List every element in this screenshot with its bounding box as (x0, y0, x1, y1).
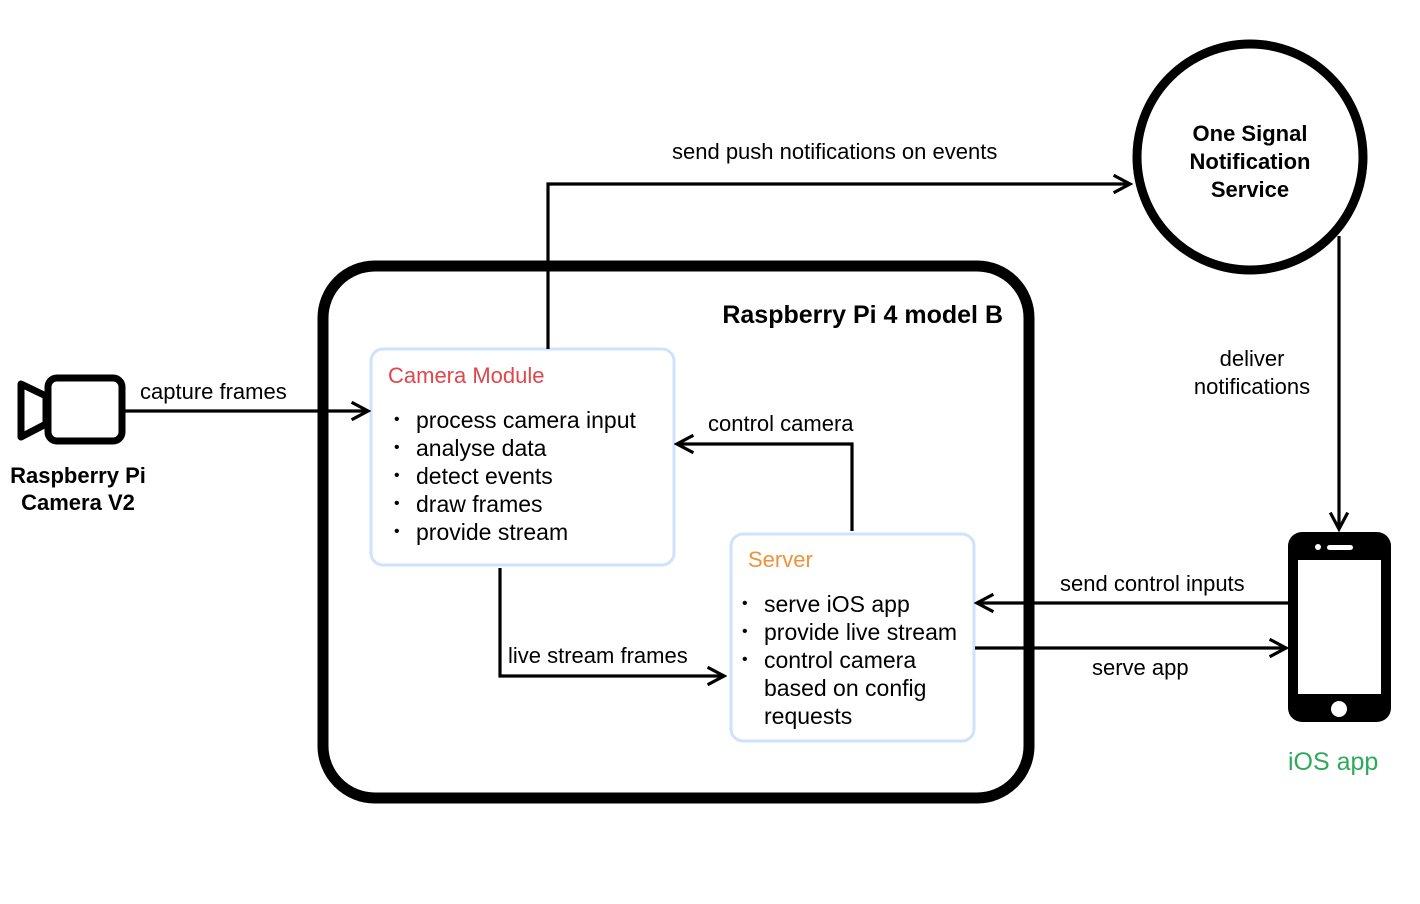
pi-container-title: Raspberry Pi 4 model B (722, 301, 1003, 329)
ios-app-label: iOS app (1288, 748, 1379, 776)
smartphone-icon (1288, 532, 1391, 722)
raspberry-pi-container (317, 260, 1035, 804)
video-camera-icon (17, 374, 126, 445)
send-push-label: send push notifications on events (672, 139, 998, 164)
notification-service-label: One Signal Notification Service (1150, 120, 1350, 204)
camera-module-item: draw frames (390, 490, 636, 518)
camera-device-label: Raspberry Pi Camera V2 (0, 462, 156, 516)
notification-service-line2: Notification (1189, 149, 1311, 174)
live-stream-frames-arrow (498, 568, 724, 676)
send-push-arrow (546, 184, 1130, 349)
server-item: control camera based on config requests (738, 646, 944, 730)
server-list: serve iOS app provide live stream contro… (738, 590, 970, 730)
camera-device-label-line2: Camera V2 (21, 490, 135, 515)
camera-module-item: detect events (390, 462, 636, 490)
notification-service-circle (1132, 39, 1368, 275)
deliver-notifications-line1: deliver (1219, 346, 1285, 371)
camera-module-item: process camera input (390, 406, 636, 434)
camera-module-list: process camera input analyse data detect… (390, 406, 636, 546)
deliver-notifications-line2: notifications (1193, 374, 1311, 399)
camera-device-label-line1: Raspberry Pi (10, 463, 146, 488)
notification-service-line3: Service (1210, 177, 1290, 202)
camera-module-title: Camera Module (388, 363, 545, 388)
live-stream-frames-label: live stream frames (508, 643, 688, 668)
serve-app-label: serve app (1092, 655, 1189, 680)
notification-service-line1: One Signal (1192, 121, 1308, 146)
capture-frames-label: capture frames (140, 379, 287, 404)
camera-module-item: analyse data (390, 434, 636, 462)
control-camera-label: control camera (708, 411, 854, 436)
send-control-inputs-label: send control inputs (1060, 571, 1245, 596)
deliver-notifications-label: deliver notifications (1172, 345, 1332, 401)
server-item: serve iOS app (738, 590, 970, 618)
camera-module-item: provide stream (390, 518, 636, 546)
control-camera-arrow (677, 444, 854, 531)
server-item: provide live stream (738, 618, 970, 646)
server-title: Server (748, 547, 813, 572)
